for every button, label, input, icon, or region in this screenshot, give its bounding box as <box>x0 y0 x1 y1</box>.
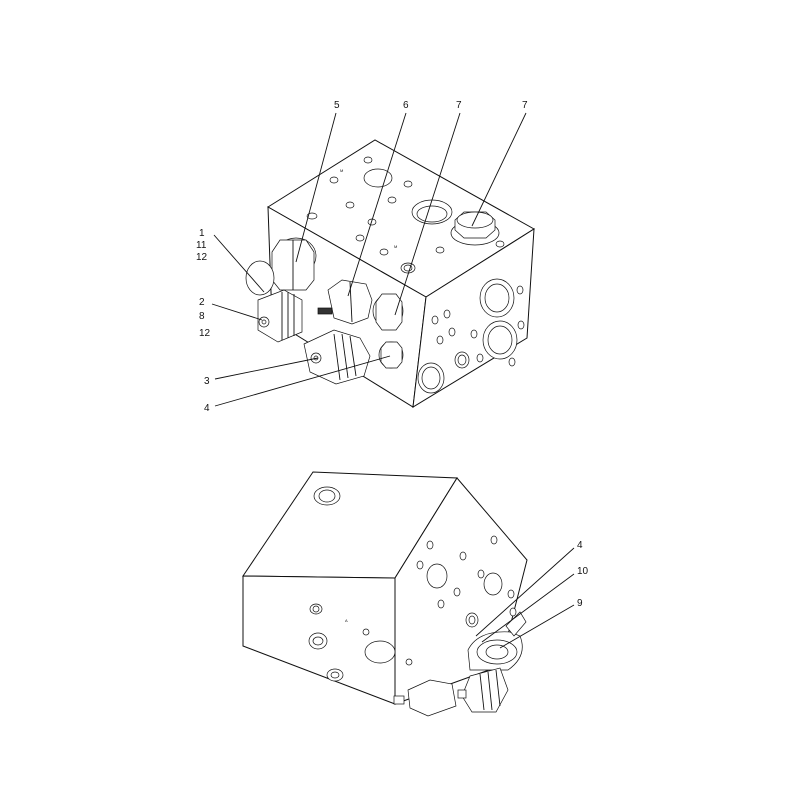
hex-cartridge-valve <box>271 237 317 291</box>
small-plug <box>378 341 404 369</box>
callout-3: 3 <box>204 376 210 387</box>
solenoid-coil-lower <box>303 329 371 385</box>
top-manifold-block: M M <box>211 112 535 408</box>
solenoid-coil-ring <box>467 611 527 671</box>
callout-12-lower: 12 <box>199 328 211 339</box>
callout-10: 10 <box>577 566 589 577</box>
callout-labels: 5 6 7 7 1 11 12 2 8 12 3 4 4 10 9 <box>196 100 589 609</box>
top-leader-lines <box>211 112 527 407</box>
callout-7-right: 7 <box>522 100 528 111</box>
callout-2: 2 <box>199 297 205 308</box>
callout-9: 9 <box>577 598 583 609</box>
callout-8: 8 <box>199 311 205 322</box>
callout-5: 5 <box>334 100 340 111</box>
callout-4-top: 4 <box>204 403 210 414</box>
callout-12-upper: 12 <box>196 252 208 263</box>
bottom-left-face-ports: A <box>308 603 413 682</box>
top-plug-fitting <box>450 211 500 246</box>
right-face-ports <box>417 278 525 394</box>
pressure-valve <box>317 279 373 325</box>
svg-text:M: M <box>394 244 397 249</box>
bottom-manifold-block: A <box>242 471 575 717</box>
solenoid-coil-upper <box>245 260 303 343</box>
bottom-leader-lines <box>475 547 575 649</box>
svg-text:A: A <box>345 618 348 623</box>
svg-text:M: M <box>340 168 343 173</box>
bottom-right-face-ports <box>416 535 517 628</box>
callout-11: 11 <box>196 240 207 251</box>
top-face-ports: M M <box>306 156 505 274</box>
callout-6: 6 <box>403 100 409 111</box>
bottom-solenoids <box>393 667 509 717</box>
callout-4-bottom: 4 <box>577 540 583 551</box>
callout-7-left: 7 <box>456 100 462 111</box>
top-block-right-face <box>412 228 535 408</box>
left-face-plug <box>372 293 404 331</box>
callout-1: 1 <box>199 228 205 239</box>
